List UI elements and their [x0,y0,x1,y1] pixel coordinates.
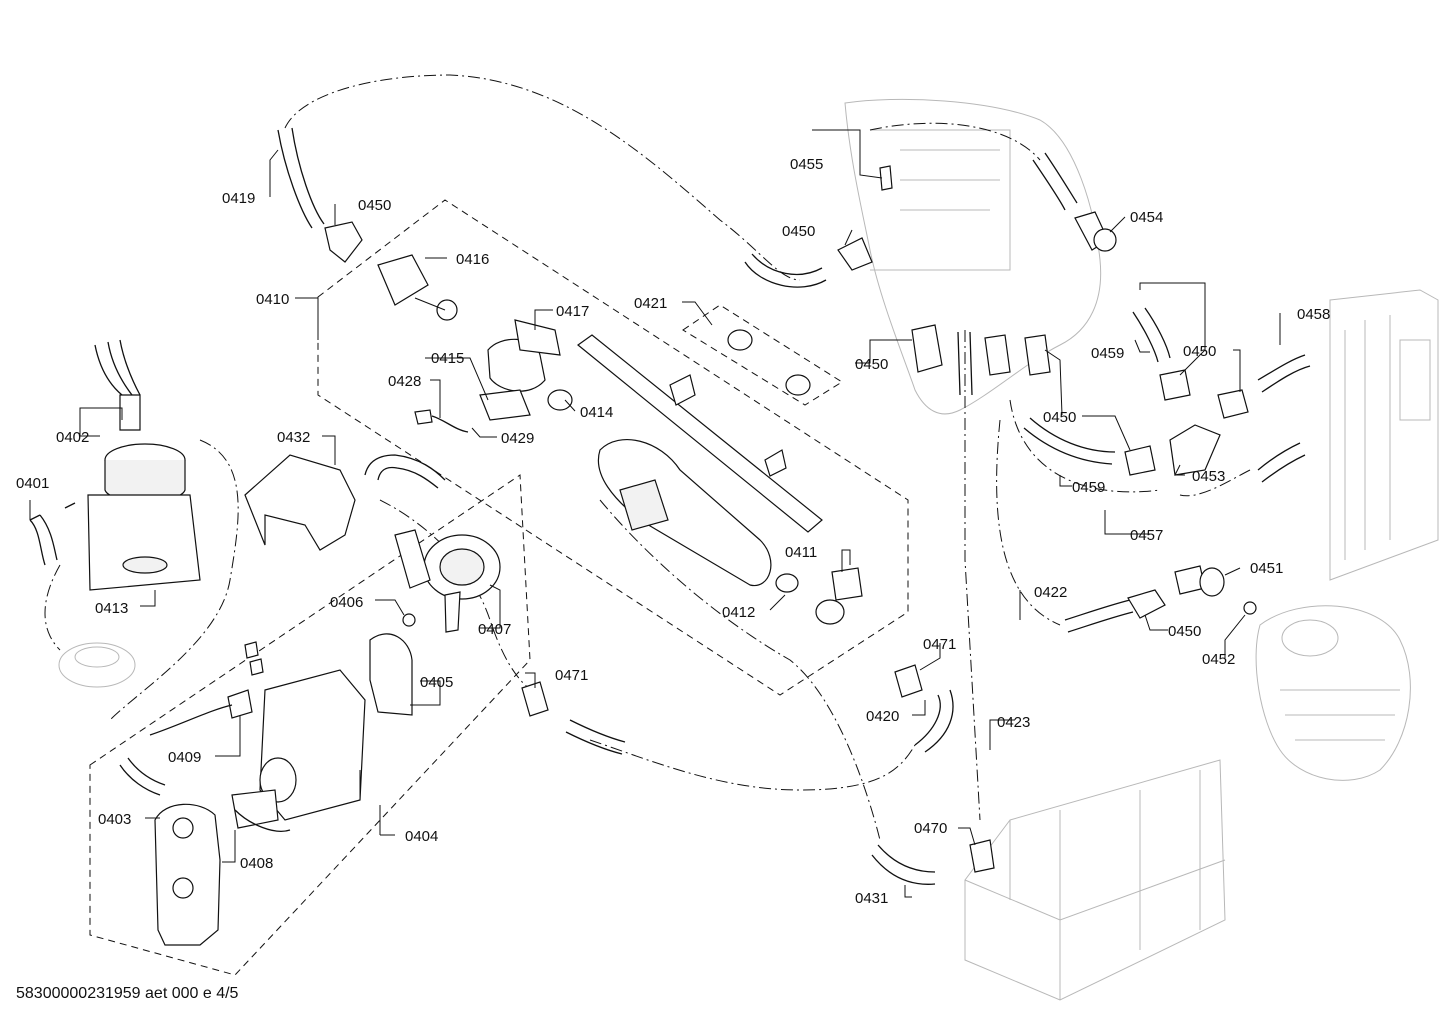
label-0450-f: 0450 [1168,623,1201,640]
label-0453: 0453 [1192,468,1225,485]
label-0429: 0429 [501,430,534,447]
label-0454: 0454 [1130,209,1163,226]
label-0459-b: 0459 [1072,479,1105,496]
label-0414: 0414 [580,404,613,421]
hoses [29,127,1311,885]
label-0402: 0402 [56,429,89,446]
parts [87,165,1257,946]
callout-labels: 0401 0402 0403 0404 0405 0406 0407 0408 … [16,156,1330,907]
label-0420: 0420 [866,708,899,725]
label-0457: 0457 [1130,527,1163,544]
leader-lines [29,129,1281,898]
label-0470: 0470 [914,820,947,837]
hose-routes [44,74,1251,841]
label-0450-d: 0450 [1183,343,1216,360]
label-0432: 0432 [277,429,310,446]
label-0451: 0451 [1250,560,1283,577]
assembly-group-outlines [89,199,909,976]
label-0406: 0406 [330,594,363,611]
label-0411: 0411 [785,544,817,561]
label-0428: 0428 [388,373,421,390]
document-id-footer: 58300000231959 aet 000 e 4/5 [16,985,239,1002]
label-0459-a: 0459 [1091,345,1124,362]
label-0408: 0408 [240,855,273,872]
label-0421: 0421 [634,295,667,312]
label-0405: 0405 [420,674,453,691]
label-0404: 0404 [405,828,438,845]
label-0452: 0452 [1202,651,1235,668]
label-0450-b: 0450 [782,223,815,240]
label-0410: 0410 [256,291,289,308]
label-0458: 0458 [1297,306,1330,323]
label-0422: 0422 [1034,584,1067,601]
label-0450-e: 0450 [1043,409,1076,426]
label-0455: 0455 [790,156,823,173]
label-0417: 0417 [556,303,589,320]
label-0471-a: 0471 [555,667,588,684]
label-0416: 0416 [456,251,489,268]
label-0423: 0423 [997,714,1030,731]
label-0419: 0419 [222,190,255,207]
label-0407: 0407 [478,621,511,638]
label-0450-c: 0450 [855,356,888,373]
label-0412: 0412 [722,604,755,621]
label-0415: 0415 [431,350,464,367]
label-0403: 0403 [98,811,131,828]
label-0450-a: 0450 [358,197,391,214]
label-0431: 0431 [855,890,888,907]
background-machine-outline [58,98,1439,1001]
label-0471-b: 0471 [923,636,956,653]
label-0401: 0401 [16,475,49,492]
label-0409: 0409 [168,749,201,766]
label-0413: 0413 [95,600,128,617]
